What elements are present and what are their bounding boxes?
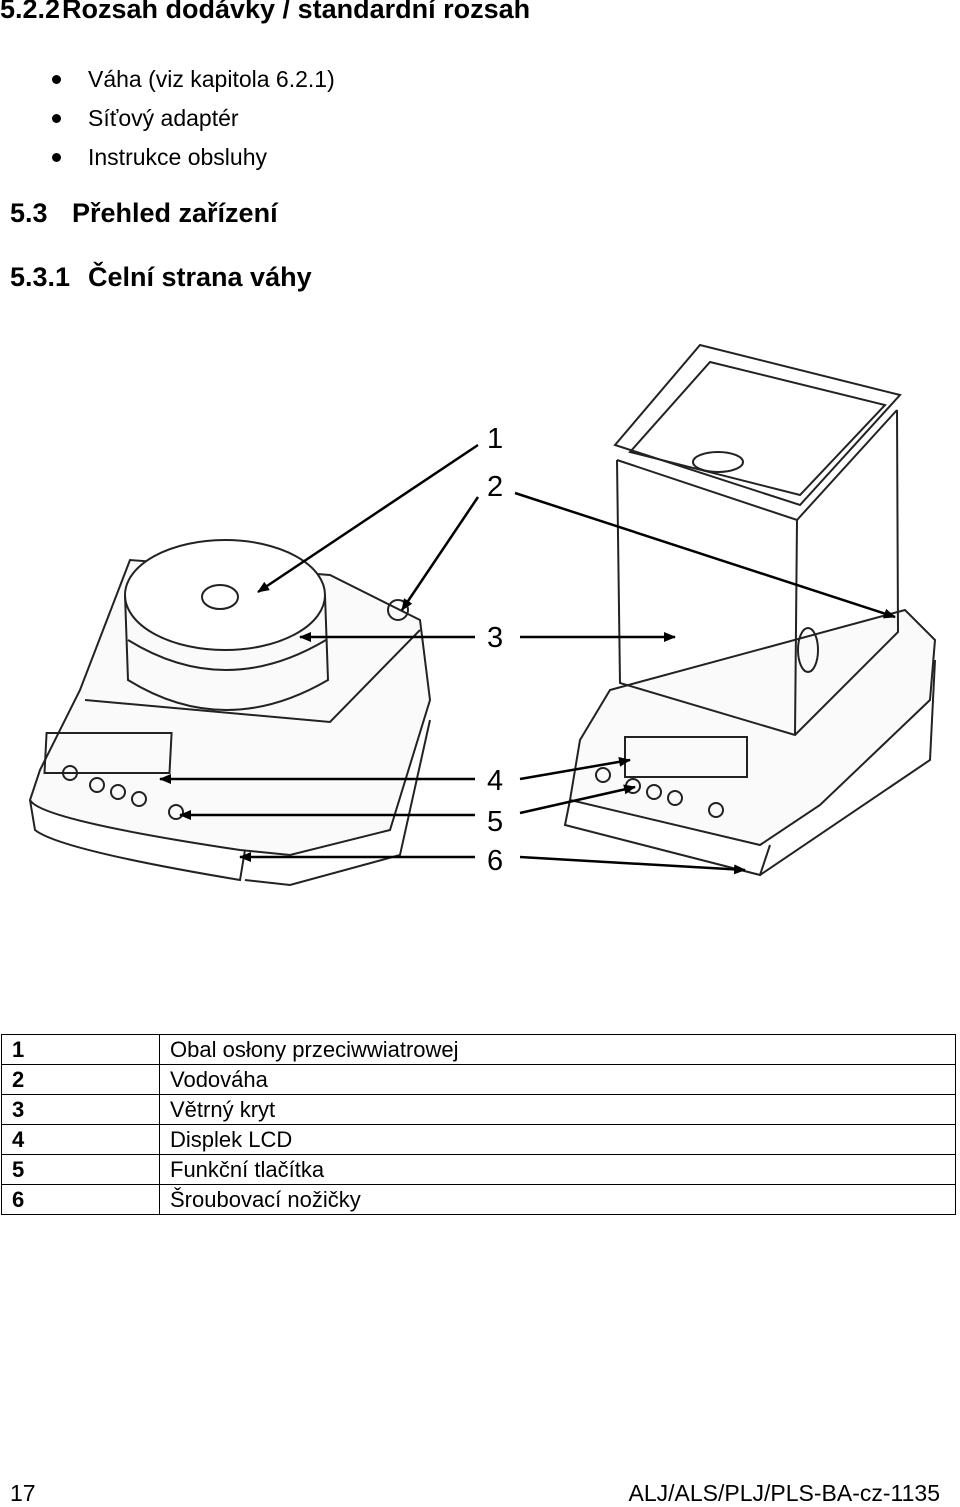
bullet-icon	[52, 153, 61, 162]
bullet-icon	[52, 114, 61, 123]
part-description: Funkční tlačítka	[159, 1154, 956, 1185]
callout-1: 1	[487, 423, 503, 455]
part-number: 1	[1, 1034, 160, 1065]
document-id: ALJ/ALS/PLJ/PLS-BA-cz-1135	[628, 1480, 941, 1506]
part-number: 5	[1, 1154, 160, 1185]
part-number: 6	[1, 1184, 160, 1215]
section-title: Rozsah dodávky / standardní rozsah	[62, 0, 531, 24]
section-number: 5.2.2	[0, 0, 61, 24]
part-number: 2	[1, 1064, 160, 1095]
balance-front-view-figure: 1 2 3 4 5 6	[28, 343, 937, 887]
section-heading-5-2-2: 5.2.2Rozsah dodávky / standardní rozsah	[0, 0, 530, 25]
supply-list: Váha (viz kapitola 6.2.1) Síťový adaptér…	[0, 60, 335, 177]
list-item: Váha (viz kapitola 6.2.1)	[0, 60, 335, 99]
callout-leader-lines	[159, 443, 896, 875]
callout-2: 2	[487, 471, 503, 503]
part-number: 3	[1, 1094, 160, 1125]
part-description: Displek LCD	[159, 1124, 956, 1155]
part-description: Vodováha	[159, 1064, 956, 1095]
callout-3: 3	[487, 622, 503, 654]
part-description: Obal osłony przeciwwiatrowej	[159, 1034, 956, 1065]
part-description: Větrný kryt	[159, 1094, 956, 1125]
bullet-icon	[52, 75, 61, 84]
callout-5: 5	[487, 806, 503, 838]
left-balance-drawing	[28, 539, 432, 887]
callout-4: 4	[487, 765, 503, 797]
callout-6: 6	[487, 845, 503, 877]
right-balance-drawing	[563, 343, 937, 877]
list-item: Instrukce obsluhy	[0, 138, 335, 177]
part-description: Šroubovací nožičky	[159, 1184, 956, 1215]
part-number: 4	[1, 1124, 160, 1155]
list-item: Síťový adaptér	[0, 99, 335, 138]
page-number: 17	[10, 1480, 36, 1506]
